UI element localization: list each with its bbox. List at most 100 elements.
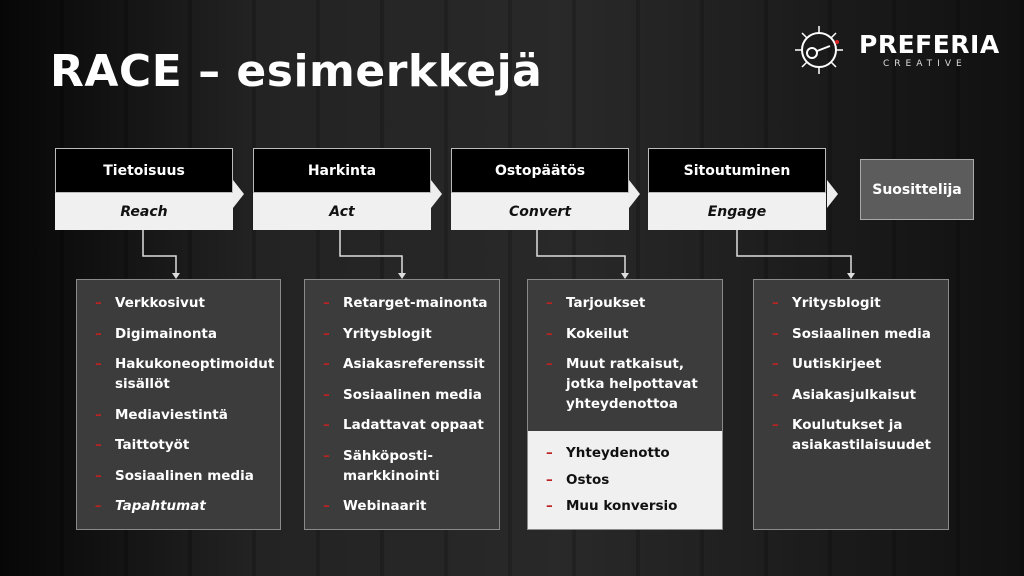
stage-act: Harkinta Act — [253, 148, 431, 230]
chevron-right-icon — [431, 180, 442, 208]
list-item: –Hakukoneoptimoidut sisällöt — [95, 354, 274, 394]
list-item: –Yritysblogit — [772, 293, 938, 313]
dash-bullet-icon: – — [772, 417, 779, 433]
list-item: –Asiakasreferenssit — [323, 354, 489, 374]
list-item: –Yhteydenotto — [546, 443, 712, 463]
dash-bullet-icon: – — [546, 356, 553, 372]
list-item-label: Ladattavat oppaat — [343, 417, 484, 433]
dash-bullet-icon: – — [323, 498, 330, 514]
list-item: –Muut ratkaisut, jotka helpottavat yhtey… — [546, 354, 712, 414]
stage-subtitle: Convert — [451, 193, 629, 230]
list-item-label: Digimainonta — [115, 325, 217, 342]
list-item-label: Uutiskirjeet — [792, 356, 882, 372]
dash-bullet-icon: – — [323, 325, 330, 342]
stage-subtitle: Reach — [55, 193, 233, 230]
list-item: –Digimainonta — [95, 324, 270, 344]
list-item: –Webinaarit — [323, 496, 489, 516]
dash-bullet-icon: – — [772, 325, 779, 342]
stage-convert: Ostopäätös Convert — [451, 148, 629, 230]
list-item-label: Kokeilut — [566, 325, 629, 342]
stage-subtitle: Act — [253, 193, 431, 230]
list-item: –Koulutukset ja asiakastilaisuudet — [772, 415, 938, 455]
page-title: RACE – esimerkkejä — [50, 46, 543, 97]
dash-bullet-icon: – — [95, 295, 102, 311]
conversion-types-panel: –Yhteydenotto–Ostos–Muu konversio — [528, 431, 722, 529]
dash-bullet-icon: – — [95, 325, 102, 342]
list-item-label: Yritysblogit — [792, 295, 881, 311]
dash-bullet-icon: – — [546, 445, 553, 461]
dash-bullet-icon: – — [323, 417, 330, 433]
logo: PREFERIA CREATIVE — [793, 24, 1003, 76]
dash-bullet-icon: – — [95, 467, 102, 484]
list-item-label: Retarget-mainonta — [343, 295, 488, 311]
list-item-label: Verkkosivut — [115, 295, 205, 311]
list-item-label: Taittotyöt — [115, 437, 190, 453]
list-item: –Ladattavat oppaat — [323, 415, 489, 435]
dash-bullet-icon: – — [546, 498, 553, 514]
list-item-label: Yritysblogit — [343, 325, 432, 342]
list-item: –Muu konversio — [546, 496, 712, 516]
stage-engage: Sitoutuminen Engage — [648, 148, 826, 230]
list-item-label: Yhteydenotto — [566, 445, 670, 461]
act-examples-list: –Retarget-mainonta–Yritysblogit–Asiakasr… — [304, 279, 500, 530]
chevron-right-icon — [233, 180, 244, 208]
list-item-label: Sosiaalinen media — [343, 386, 482, 403]
stage-title: Tietoisuus — [55, 148, 233, 193]
list-item-label: Tarjoukset — [566, 295, 646, 311]
stage-title: Harkinta — [253, 148, 431, 193]
dash-bullet-icon: – — [546, 471, 553, 488]
dash-bullet-icon: – — [772, 356, 779, 372]
list-item: –Verkkosivut — [95, 293, 270, 313]
list-item-label: Mediaviestintä — [115, 406, 228, 423]
chevron-right-icon — [827, 180, 838, 208]
list-item-label: Webinaarit — [343, 498, 427, 514]
stage-subtitle: Engage — [648, 193, 826, 230]
dash-bullet-icon: – — [772, 295, 779, 311]
list-item-label: Muu konversio — [566, 498, 678, 514]
list-item: –Taittotyöt — [95, 435, 270, 455]
list-item: –Ostos — [546, 470, 712, 490]
list-item-label: Tapahtumat — [115, 498, 206, 514]
dash-bullet-icon: – — [323, 356, 330, 372]
list-item: –Sosiaalinen media — [323, 385, 489, 405]
dash-bullet-icon: – — [323, 386, 330, 403]
list-item: –Mediaviestintä — [95, 405, 270, 425]
stage-reach: Tietoisuus Reach — [55, 148, 233, 230]
list-item: –Yritysblogit — [323, 324, 489, 344]
list-item: –Sähköposti-markkinointi — [323, 446, 489, 486]
list-item: –Sosiaalinen media — [95, 466, 270, 486]
list-item-label: Sosiaalinen media — [115, 467, 254, 484]
list-item: –Sosiaalinen media — [772, 324, 938, 344]
stage-title: Sitoutuminen — [648, 148, 826, 193]
dash-bullet-icon: – — [95, 356, 102, 372]
engage-examples-list: –Yritysblogit–Sosiaalinen media–Uutiskir… — [753, 279, 949, 530]
dash-bullet-icon: – — [546, 325, 553, 342]
list-item-label: Ostos — [566, 471, 610, 488]
list-item: –Asiakasjulkaisut — [772, 385, 938, 405]
dash-bullet-icon: – — [546, 295, 553, 311]
list-item-label: Asiakasreferenssit — [343, 356, 485, 372]
convert-examples-list: –Tarjoukset–Kokeilut–Muut ratkaisut, jot… — [527, 279, 723, 530]
reach-examples-list: –Verkkosivut–Digimainonta–Hakukoneoptimo… — [76, 279, 281, 530]
list-item: –Tarjoukset — [546, 293, 712, 313]
list-item: –Uutiskirjeet — [772, 354, 938, 374]
chevron-right-icon — [629, 180, 640, 208]
list-item-label: Sähköposti-markkinointi — [343, 447, 440, 484]
dash-bullet-icon: – — [323, 295, 330, 311]
list-item-label: Koulutukset ja asiakastilaisuudet — [792, 417, 931, 453]
logo-tagline: CREATIVE — [883, 59, 967, 69]
dash-bullet-icon: – — [323, 447, 330, 464]
list-item: –Retarget-mainonta — [323, 293, 489, 313]
stage-advocacy: Suosittelija — [860, 159, 974, 220]
list-item-label: Sosiaalinen media — [792, 325, 931, 342]
list-item: –Kokeilut — [546, 324, 712, 344]
dash-bullet-icon: – — [95, 498, 102, 514]
key-gear-icon — [795, 26, 843, 74]
list-item: –Tapahtumat — [95, 496, 270, 516]
stage-title: Ostopäätös — [451, 148, 629, 193]
list-item-label: Asiakasjulkaisut — [792, 386, 917, 403]
list-item-label: Hakukoneoptimoidut sisällöt — [115, 356, 275, 392]
dash-bullet-icon: – — [772, 386, 779, 403]
dash-bullet-icon: – — [95, 437, 102, 453]
list-item-label: Muut ratkaisut, jotka helpottavat yhteyd… — [566, 356, 698, 412]
